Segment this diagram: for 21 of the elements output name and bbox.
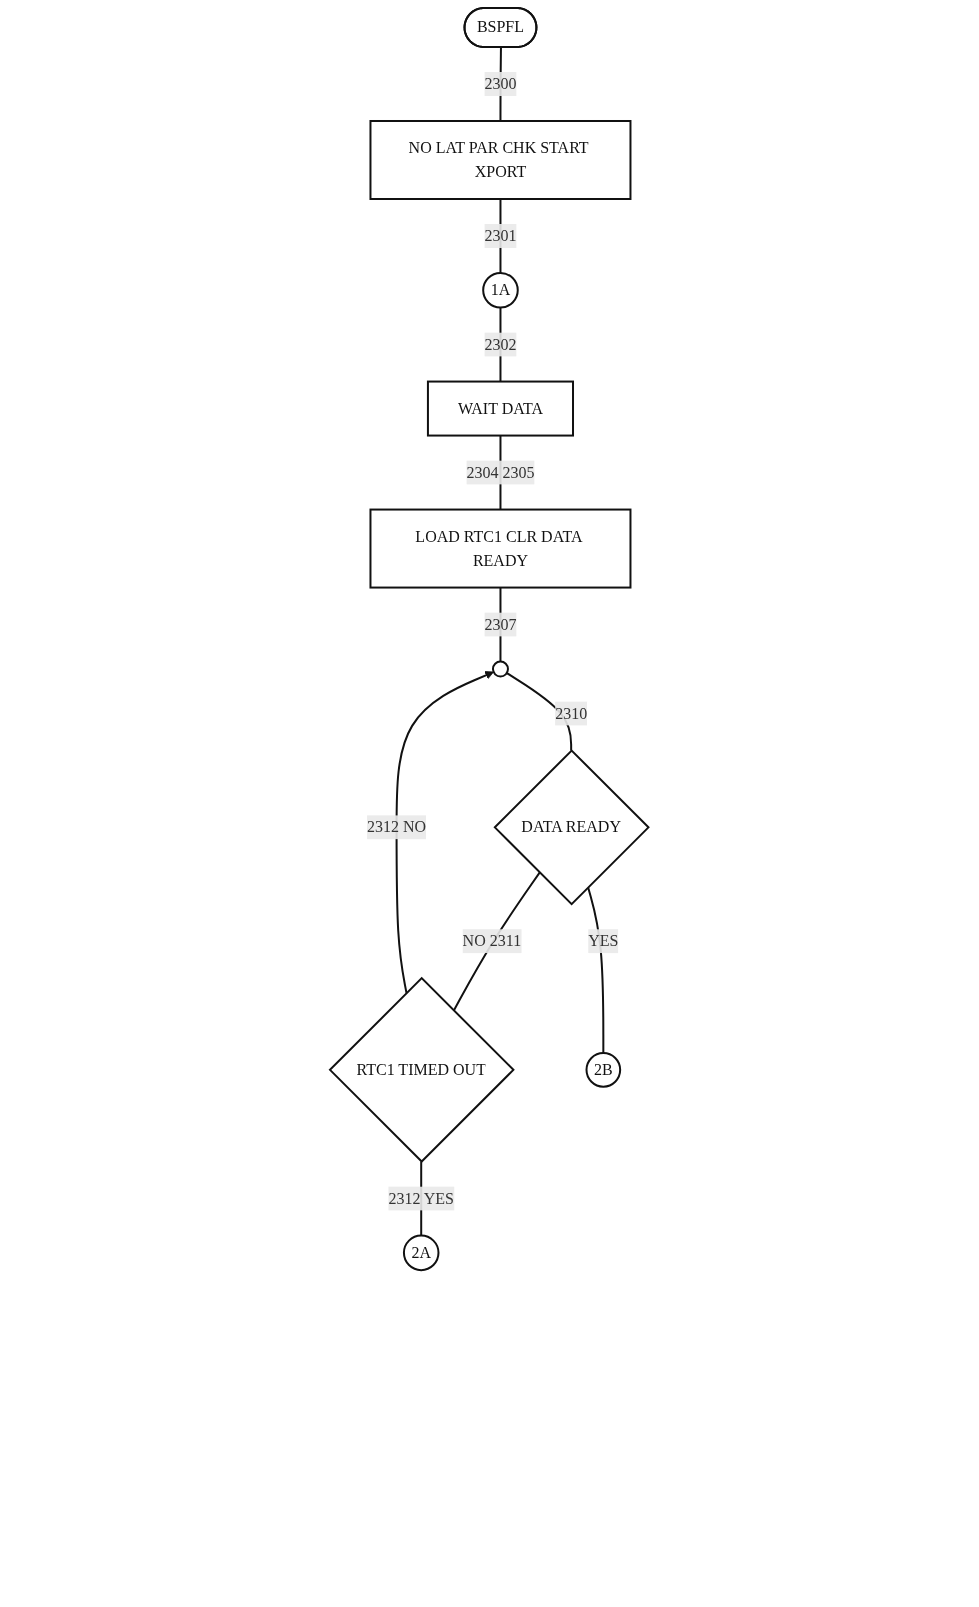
edge-label: 2302: [484, 335, 517, 353]
edge-label: 2310: [555, 704, 588, 722]
edge-label: 2304 2305: [466, 463, 535, 481]
edge-label: 2307: [484, 615, 517, 633]
node-diamond: RTC1 TIMED OUT: [328, 976, 516, 1163]
edge-label: 2312 YES: [388, 1189, 455, 1207]
edge-label: NO 2311: [462, 932, 522, 950]
node-circle: 1A: [482, 272, 519, 309]
node-diamond: DATA READY: [493, 749, 651, 906]
edge-label: 2300: [484, 75, 517, 92]
edge-label: YES: [588, 932, 619, 950]
node-circle: 2B: [585, 1052, 622, 1088]
edge-label: 2312 NO: [367, 818, 427, 836]
edge-label: 2301: [484, 227, 517, 244]
node-box: LOAD RTC1 CLR DATA READY: [369, 508, 632, 589]
connector: [453, 871, 541, 1012]
node-box: WAIT DATA: [427, 380, 575, 437]
node-circle: 2A: [403, 1234, 440, 1272]
node-box: NO LAT PAR CHK START XPORT: [369, 120, 632, 200]
arrow: [395, 671, 495, 994]
node-circle: [492, 660, 510, 678]
